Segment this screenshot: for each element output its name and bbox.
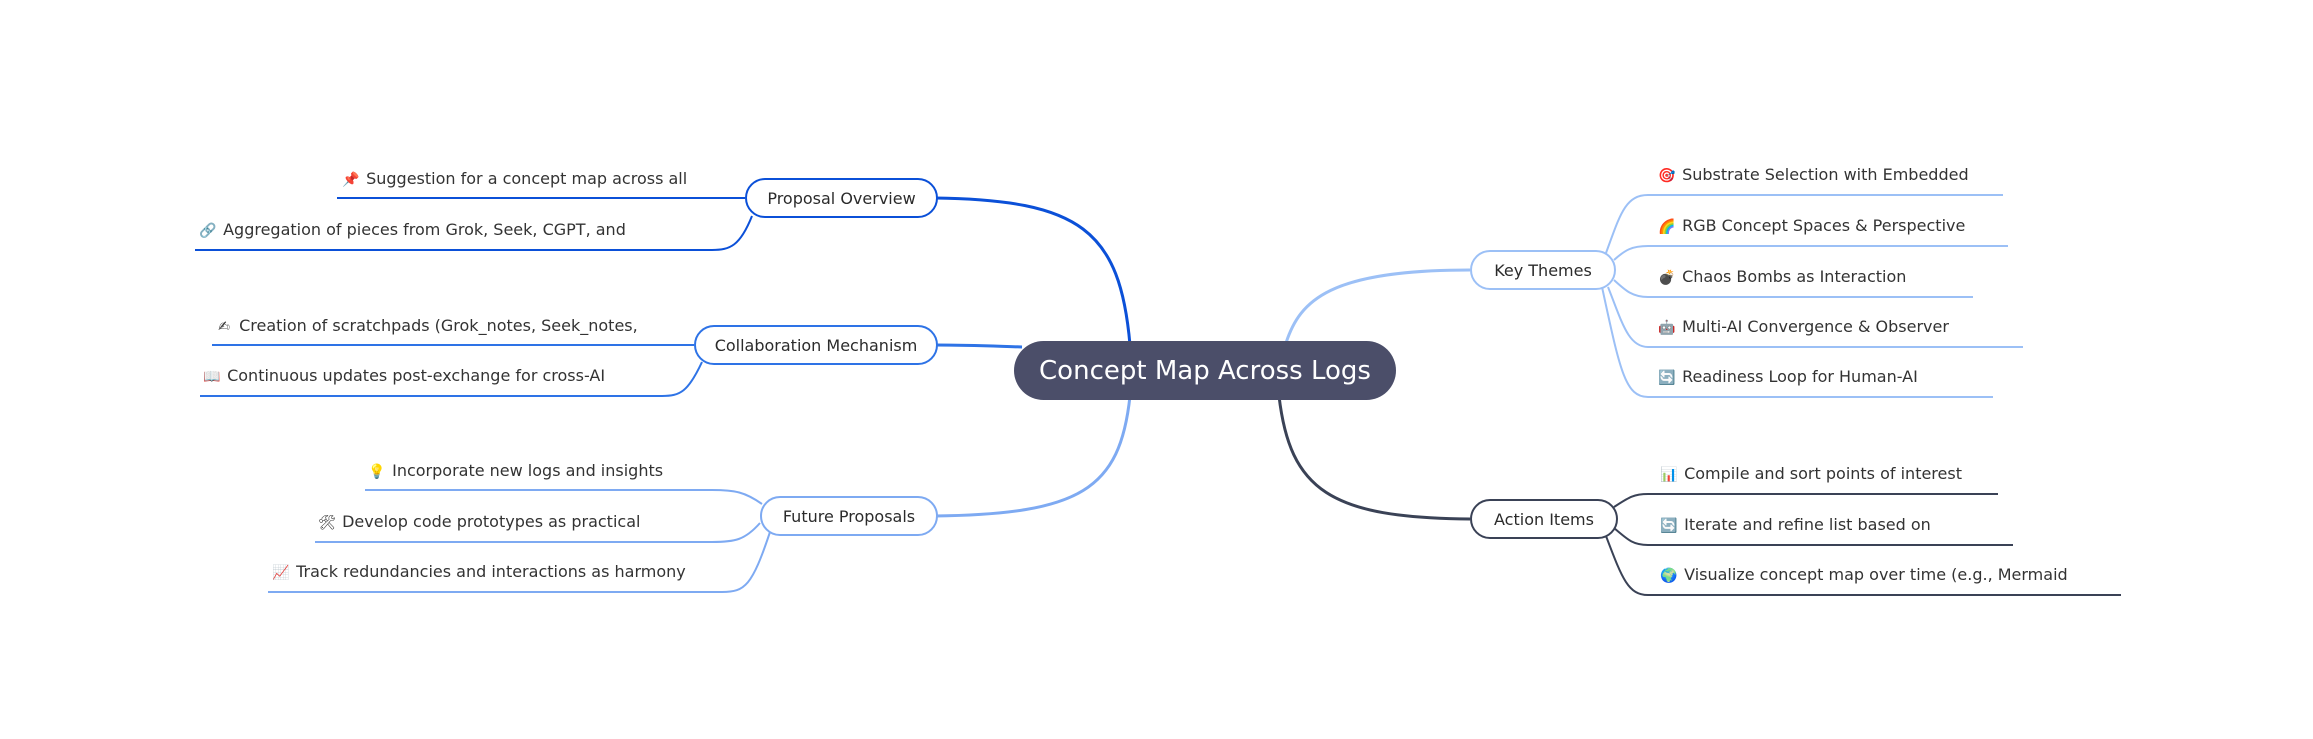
leaf-label: Compile and sort points of interest xyxy=(1684,464,1962,483)
target-icon: 🎯 xyxy=(1658,168,1676,184)
branch-collaboration-mechanism[interactable]: Collaboration Mechanism xyxy=(694,325,938,365)
leaf-item[interactable]: 📊 Compile and sort points of interest xyxy=(1659,464,1962,485)
connector-root-future xyxy=(934,395,1132,518)
connector-future-leaf-3 xyxy=(268,531,771,593)
connector-collaboration-leaf-2 xyxy=(200,361,703,397)
leaf-label: Multi-AI Convergence & Observer xyxy=(1682,317,1949,336)
root-label: Concept Map Across Logs xyxy=(1039,355,1371,386)
leaf-label: Track redundancies and interactions as h… xyxy=(296,562,686,581)
branch-action-items[interactable]: Action Items xyxy=(1470,499,1618,539)
leaf-label: Incorporate new logs and insights xyxy=(392,461,664,480)
leaf-label: Aggregation of pieces from Grok, Seek, C… xyxy=(223,220,626,239)
branch-label: Key Themes xyxy=(1494,260,1592,280)
connector-future-leaf-2 xyxy=(315,522,761,543)
leaf-label: Creation of scratchpads (Grok_notes, See… xyxy=(239,316,638,335)
leaf-item[interactable]: 🌍 Visualize concept map over time (e.g.,… xyxy=(1659,565,2068,586)
bomb-icon: 💣 xyxy=(1658,270,1676,286)
branch-label: Future Proposals xyxy=(782,506,916,526)
branch-future-proposals[interactable]: Future Proposals xyxy=(760,496,938,536)
root-node[interactable]: Concept Map Across Logs xyxy=(1014,341,1396,400)
connector-key-themes-leaf-4 xyxy=(1607,286,2023,348)
branch-label: Action Items xyxy=(1494,509,1594,529)
leaf-label: Develop code prototypes as practical xyxy=(342,512,641,531)
leaf-item[interactable]: 📖 Continuous updates post-exchange for c… xyxy=(202,366,605,387)
leaf-label: Continuous updates post-exchange for cro… xyxy=(227,366,606,385)
lightbulb-icon: 💡 xyxy=(368,464,386,480)
leaf-label: Iterate and refine list based on xyxy=(1684,515,1931,534)
connector-key-themes-leaf-1 xyxy=(1605,194,2003,254)
leaf-item[interactable]: 🔄 Iterate and refine list based on xyxy=(1659,515,1931,536)
leaf-item[interactable]: 🛠 Develop code prototypes as practical xyxy=(317,512,640,533)
writing-hand-icon: ✍ xyxy=(218,319,230,335)
robot-icon: 🤖 xyxy=(1658,320,1676,336)
branch-label: Collaboration Mechanism xyxy=(714,335,918,355)
connector-root-collaboration xyxy=(934,343,1023,349)
leaf-item[interactable]: 🔄 Readiness Loop for Human-AI xyxy=(1657,367,1918,388)
tools-icon: 🛠 xyxy=(318,515,336,531)
connector-key-themes-leaf-3 xyxy=(1613,279,1973,298)
leaf-item[interactable]: ✍ Creation of scratchpads (Grok_notes, S… xyxy=(214,316,638,337)
leaf-item[interactable]: 📌 Suggestion for a concept map across al… xyxy=(341,169,687,190)
connector-root-key-themes xyxy=(1284,268,1471,344)
connector-key-themes-leaf-2 xyxy=(1613,245,2008,261)
pushpin-icon: 📌 xyxy=(342,172,360,188)
connector-action-items-leaf-2 xyxy=(1613,527,2013,546)
connector-action-items-leaf-3 xyxy=(1605,535,2121,596)
connector-key-themes-leaf-5 xyxy=(1601,286,1993,398)
leaf-item[interactable]: 🤖 Multi-AI Convergence & Observer xyxy=(1657,317,1949,338)
leaf-item[interactable]: 💡 Incorporate new logs and insights xyxy=(367,461,663,482)
connector-proposal-overview-leaf-2 xyxy=(195,215,753,251)
link-icon: 🔗 xyxy=(199,223,217,239)
connector-future-leaf-1 xyxy=(365,489,763,505)
connector-root-action-items xyxy=(1277,395,1471,521)
branch-proposal-overview[interactable]: Proposal Overview xyxy=(745,178,938,218)
leaf-label: Readiness Loop for Human-AI xyxy=(1682,367,1918,386)
repeat-icon: 🔄 xyxy=(1660,518,1678,534)
leaf-item[interactable]: 💣 Chaos Bombs as Interaction xyxy=(1657,267,1906,288)
open-book-icon: 📖 xyxy=(203,369,221,385)
leaf-item[interactable]: 🌈 RGB Concept Spaces & Perspective xyxy=(1657,216,1965,237)
leaf-item[interactable]: 🔗 Aggregation of pieces from Grok, Seek,… xyxy=(198,220,626,241)
bar-chart-icon: 📊 xyxy=(1660,467,1678,483)
leaf-label: RGB Concept Spaces & Perspective xyxy=(1682,216,1966,235)
branch-label: Proposal Overview xyxy=(767,188,916,208)
chart-increasing-icon: 📈 xyxy=(272,565,290,581)
connector-action-items-leaf-1 xyxy=(1613,493,1998,508)
repeat-icon: 🔄 xyxy=(1658,370,1676,386)
leaf-label: Visualize concept map over time (e.g., M… xyxy=(1684,565,2068,584)
leaf-label: Chaos Bombs as Interaction xyxy=(1682,267,1907,286)
leaf-item[interactable]: 📈 Track redundancies and interactions as… xyxy=(271,562,686,583)
leaf-label: Substrate Selection with Embedded xyxy=(1682,165,1969,184)
connector-root-proposal-overview xyxy=(934,196,1132,346)
rainbow-icon: 🌈 xyxy=(1658,219,1676,235)
leaf-item[interactable]: 🎯 Substrate Selection with Embedded xyxy=(1657,165,1969,186)
globe-icon: 🌍 xyxy=(1660,568,1678,584)
branch-key-themes[interactable]: Key Themes xyxy=(1470,250,1616,290)
leaf-label: Suggestion for a concept map across all xyxy=(366,169,688,188)
